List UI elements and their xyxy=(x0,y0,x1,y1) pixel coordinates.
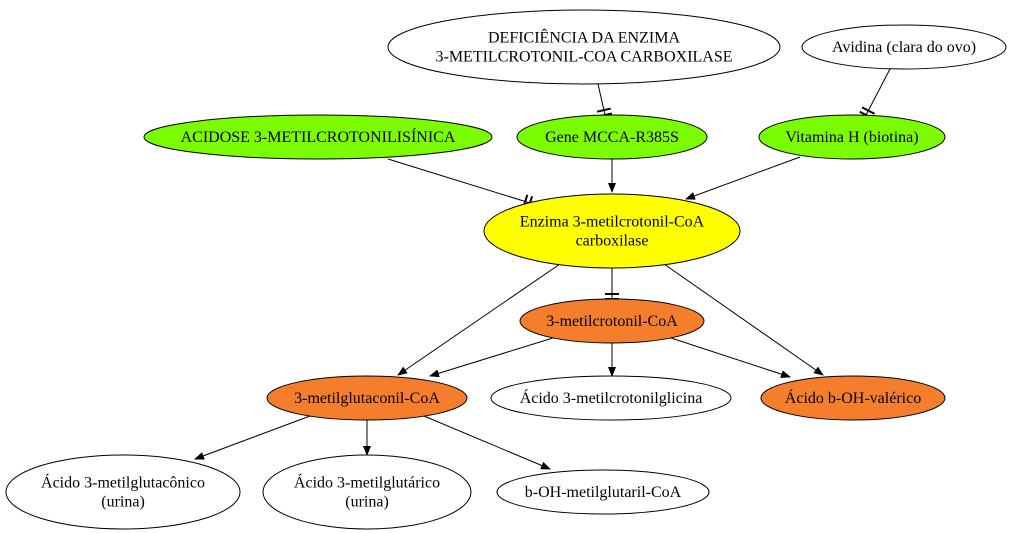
node-acbohv: Ácido b-OH-valérico xyxy=(760,375,946,421)
node-gene-label-1: Gene MCCA-R385S xyxy=(545,129,679,146)
edge-mcoa-to-mglut xyxy=(429,336,557,378)
node-acmcg-shape xyxy=(490,375,732,421)
node-acmgt-label-1: Ácido 3-metilglutárico xyxy=(294,473,440,492)
node-deficiencia-label-1: DEFICIÊNCIA DA ENZIMA xyxy=(488,28,680,47)
node-gene: Gene MCCA-R385S xyxy=(516,114,708,160)
node-mglut-label-1: 3-metilglutaconil-CoA xyxy=(294,390,440,407)
edge-mcoa-to-acbohv xyxy=(667,336,791,378)
edge-mglut-to-acmgc xyxy=(194,415,311,460)
node-acmgt-shape xyxy=(262,454,472,530)
node-acmgc-label-1: Ácido 3-metilglutacônico xyxy=(41,473,205,492)
edge-enzima-to-mglut xyxy=(397,263,561,376)
node-acmcg-label-1: Ácido 3-metilcrotonilglicina xyxy=(520,388,703,407)
node-acmgc: Ácido 3-metilglutacônico (urina) xyxy=(5,454,241,530)
node-deficiencia-shape xyxy=(387,9,781,85)
node-acmgt: Ácido 3-metilglutárico (urina) xyxy=(262,454,472,530)
node-acmgc-label-2: (urina) xyxy=(101,494,145,511)
edge-avidina-to-vitamina xyxy=(865,68,891,116)
nodes-layer: DEFICIÊNCIA DA ENZIMA 3-METILCROTONIL-COA… xyxy=(5,9,1007,530)
node-enzima-label-2: carboxilase xyxy=(576,233,649,250)
node-enzima: Enzima 3-metilcrotonil-CoA carboxilase xyxy=(483,193,741,269)
node-bohmg-label-1: b-OH-metilglutaril-CoA xyxy=(525,484,682,501)
edge-mglut-to-bohmg xyxy=(423,415,551,470)
node-deficiencia: DEFICIÊNCIA DA ENZIMA 3-METILCROTONIL-COA… xyxy=(387,9,781,85)
node-vitamina-shape xyxy=(758,114,946,160)
edge-enzima-to-acbohv xyxy=(663,263,824,376)
node-acmgt-label-2: (urina) xyxy=(345,494,389,511)
inhibition-bar-avidina-to-vitamina-2 xyxy=(861,106,875,115)
node-avidina-label-1: Avidina (clara do ovo) xyxy=(832,39,976,56)
node-acmgc-shape xyxy=(5,454,241,530)
node-acbohv-shape xyxy=(760,375,946,421)
node-mglut: 3-metilglutaconil-CoA xyxy=(266,375,468,421)
node-deficiencia-label-2: 3-METILCROTONIL-COA CARBOXILASE xyxy=(435,49,732,66)
node-avidina: Avidina (clara do ovo) xyxy=(801,24,1007,70)
node-vitamina: Vitamina H (biotina) xyxy=(758,114,946,160)
node-bohmg: b-OH-metilglutaril-CoA xyxy=(496,469,710,515)
node-enzima-label-1: Enzima 3-metilcrotonil-CoA xyxy=(520,214,705,231)
node-mcoa-shape xyxy=(519,298,705,344)
node-acidose: ACIDOSE 3-METILCROTONILISÍNICA xyxy=(143,114,493,160)
inhibition-bar-deficiencia-to-gene-2 xyxy=(596,107,611,113)
node-acidose-shape xyxy=(143,114,493,160)
node-enzima-shape xyxy=(483,193,741,269)
edge-vitamina-to-enzima xyxy=(685,156,801,200)
node-gene-shape xyxy=(516,114,708,160)
node-bohmg-shape xyxy=(496,469,710,515)
edge-acidose-to-enzima xyxy=(387,158,531,204)
node-mcoa-label-1: 3-metilcrotonil-CoA xyxy=(546,313,678,330)
node-mcoa: 3-metilcrotonil-CoA xyxy=(519,298,705,344)
node-avidina-shape xyxy=(801,24,1007,70)
node-acbohv-label-1: Ácido b-OH-valérico xyxy=(785,388,921,407)
node-acidose-label-1: ACIDOSE 3-METILCROTONILISÍNICA xyxy=(181,127,456,146)
node-vitamina-label-1: Vitamina H (biotina) xyxy=(785,129,918,146)
node-acmcg: Ácido 3-metilcrotonilglicina xyxy=(490,375,732,421)
node-mglut-shape xyxy=(266,375,468,421)
